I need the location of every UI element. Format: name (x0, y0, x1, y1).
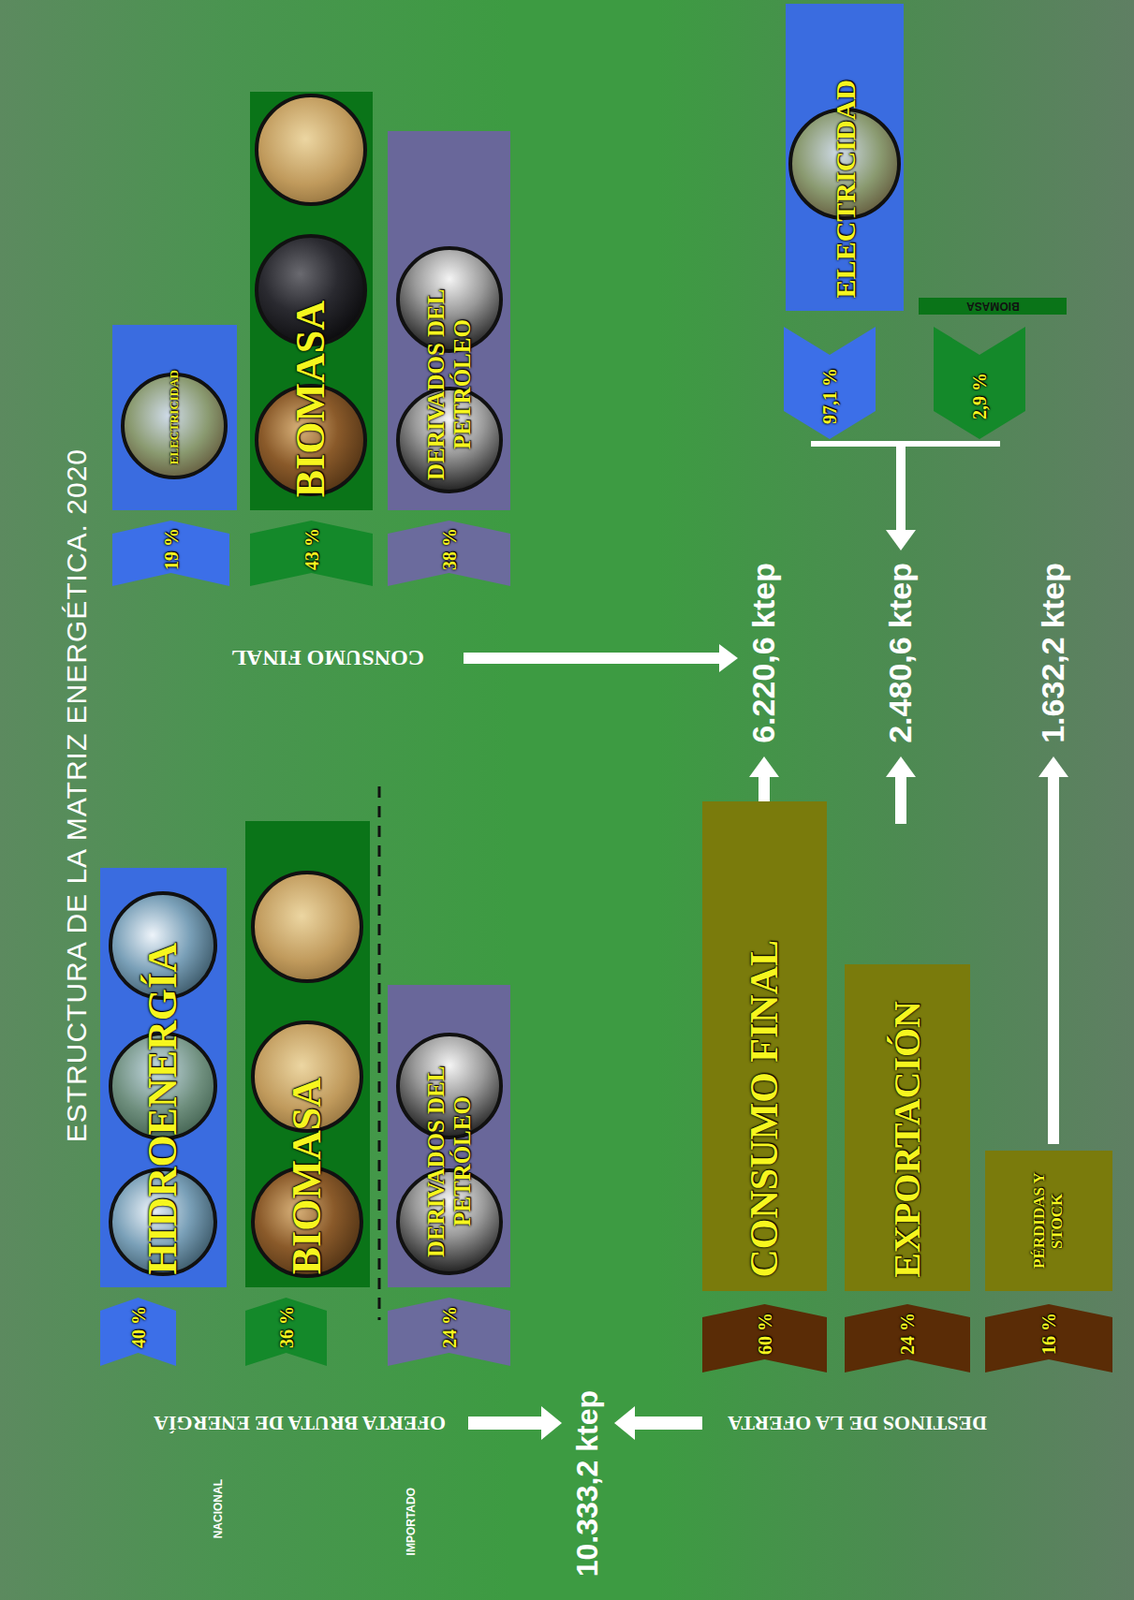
chevron-fill (985, 1304, 1113, 1373)
section-label: DESTINOS DE LA OFERTA (727, 1412, 987, 1435)
chart-title: ESTRUCTURA DE LA MATRIZ ENERGÉTICA. 2020 (60, 448, 93, 1143)
percent-chevron: 97,1 % (783, 326, 876, 440)
energy-bar: DERIVADOS DEL PETRÓLEO (387, 985, 511, 1288)
energy-bar: ELECTRICIDAD (785, 3, 904, 311)
bar-label: ELECTRICIDAD (167, 369, 181, 465)
energy-bar: DERIVADOS DEL PETRÓLEO (387, 131, 511, 511)
energy-bar: ELECTRICIDAD (112, 324, 237, 511)
percent-chevron: 36 % (245, 1297, 327, 1367)
arrow-shaft (1047, 777, 1060, 1145)
percent-label: 60 % (754, 1312, 776, 1355)
percent-chevron: 40 % (100, 1297, 177, 1367)
chevron-fill (702, 1304, 827, 1373)
arrow-head (885, 756, 916, 778)
energy-bar: PÉRDIDAS Y STOCK (985, 1150, 1113, 1292)
arrow-shaft (463, 652, 720, 664)
percent-label: 2,9 % (969, 372, 990, 420)
section-label: OFERTA BRUTA DE ENERGÍA (153, 1412, 446, 1435)
bar-label: DERIVADOS DEL PETRÓLEO (423, 272, 475, 498)
value-label: 10.333,2 ktep (571, 1390, 604, 1577)
bar-label: BIOMASA (966, 299, 1020, 312)
bar-label: BIOMASA (288, 300, 334, 498)
arrow-head (1038, 756, 1069, 778)
percent-chevron: 43 % (250, 520, 373, 587)
arrow-head (885, 530, 916, 551)
energy-bar: BIOMASA (918, 297, 1067, 315)
arrow-shaft (634, 1416, 703, 1430)
percent-chevron: 24 % (387, 1297, 511, 1367)
origin-label: NACIONAL (212, 1479, 225, 1539)
percent-chevron: 2,9 % (933, 326, 1026, 440)
energy-bar: HIDROENERGÍA (100, 868, 227, 1288)
energy-bar: BIOMASA (250, 91, 373, 511)
energy-bar: EXPORTACIÓN (844, 964, 971, 1292)
percent-label: 97,1 % (819, 368, 840, 425)
percent-label: 16 % (1038, 1312, 1060, 1355)
bar-label: DERIVADOS DEL PETRÓLEO (423, 1049, 475, 1275)
origin-label: IMPORTADO (405, 1487, 418, 1556)
arrow-head (614, 1406, 635, 1441)
energy-bar: BIOMASA (245, 821, 370, 1288)
bar-label: ELECTRICIDAD (829, 79, 861, 298)
bar-label: EXPORTACIÓN (886, 1001, 928, 1279)
percent-label: 19 % (161, 528, 182, 571)
percent-label: 36 % (276, 1306, 297, 1349)
photo-circle (256, 95, 366, 205)
bar-label: CONSUMO FINAL (742, 940, 786, 1279)
chevron-fill (387, 1297, 511, 1367)
chevron-fill (387, 520, 511, 587)
percent-chevron: 19 % (112, 520, 230, 587)
percent-label: 24 % (439, 1306, 460, 1349)
percent-chevron: 24 % (844, 1304, 971, 1373)
value-label: 1.632,2 ktep (1035, 562, 1071, 744)
arrow-shaft (896, 445, 906, 532)
percent-chevron: 16 % (985, 1304, 1113, 1373)
section-label: CONSUMO FINAL (231, 646, 425, 671)
bar-label: BIOMASA (284, 1077, 330, 1275)
photo-circle (252, 872, 362, 982)
chevron-fill (100, 1297, 177, 1367)
chevron-fill (933, 326, 1026, 440)
percent-label: 38 % (439, 528, 460, 571)
value-label: 2.480,6 ktep (883, 562, 918, 744)
chevron-fill (844, 1304, 971, 1373)
arrow-shaft (895, 777, 907, 825)
flow-arrows (463, 441, 1069, 1441)
energy-bar: CONSUMO FINAL (702, 801, 827, 1292)
percent-chevron: 38 % (387, 520, 511, 587)
arrow-head (541, 1406, 562, 1441)
chevron-fill (112, 520, 230, 587)
bar-label: HIDROENERGÍA (140, 942, 186, 1276)
percent-label: 24 % (897, 1312, 918, 1355)
arrow-shaft (468, 1416, 542, 1430)
value-label: 6.220,6 ktep (746, 562, 781, 744)
divider-dashed (378, 786, 382, 1321)
arrow-head (749, 756, 780, 778)
percent-label: 40 % (128, 1306, 149, 1349)
chevron-fill (250, 520, 373, 587)
chevron-fill (245, 1297, 327, 1367)
arrow-head (719, 644, 738, 673)
percent-chevron: 60 % (702, 1304, 827, 1373)
percent-label: 43 % (301, 528, 323, 571)
bar-label: PÉRDIDAS Y STOCK (1030, 1163, 1066, 1279)
chevron-fill (783, 326, 876, 440)
